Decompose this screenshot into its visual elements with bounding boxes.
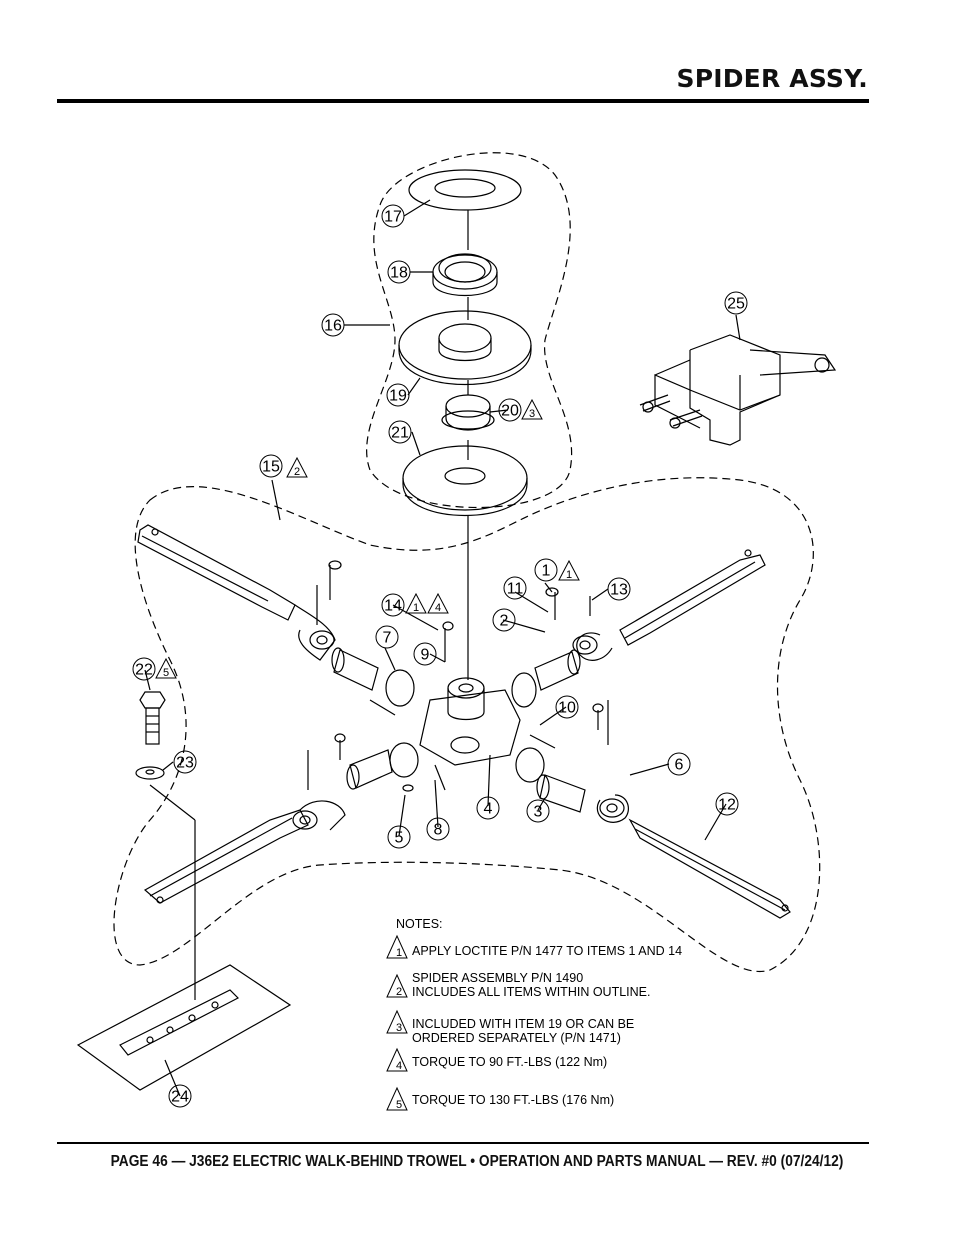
callout-19: 19	[389, 388, 407, 405]
callout-8: 8	[434, 822, 443, 839]
callout-24: 24	[171, 1089, 189, 1106]
callout-22: 22	[135, 662, 153, 679]
note-line: TORQUE TO 90 FT.-LBS (122 Nm)	[412, 1055, 607, 1069]
note-number: 4	[396, 1060, 402, 1072]
callout-2: 2	[500, 613, 509, 630]
flag-item-20: 3	[529, 408, 535, 420]
header-rule	[57, 99, 869, 103]
outline-item-15	[113, 477, 821, 973]
callout-18: 18	[390, 265, 408, 282]
note-line: TORQUE TO 130 FT.-LBS (176 Nm)	[412, 1093, 614, 1107]
note-number: 2	[396, 986, 402, 998]
note-number: 5	[396, 1099, 402, 1111]
callout-20: 20	[501, 403, 519, 420]
callout-3: 3	[534, 804, 543, 821]
callout-11: 11	[507, 581, 524, 598]
note-line: ORDERED SEPARATELY (P/N 1471)	[412, 1031, 621, 1045]
flag-item-1: 1	[566, 569, 572, 581]
note-line: INCLUDED WITH ITEM 19 OR CAN BE	[412, 1017, 634, 1031]
callout-4: 4	[484, 801, 493, 818]
callout-5: 5	[395, 830, 404, 847]
outline-item-16	[366, 152, 573, 508]
note-line: APPLY LOCTITE P/N 1477 TO ITEMS 1 AND 14	[412, 944, 682, 958]
callout-25: 25	[727, 296, 745, 313]
callout-21: 21	[391, 425, 409, 442]
callout-13: 13	[610, 582, 628, 599]
flag-item-14-a: 1	[413, 602, 419, 614]
flag-item-15: 2	[294, 466, 300, 478]
callout-17: 17	[384, 209, 402, 226]
callout-15: 15	[262, 459, 280, 476]
notes-block: NOTES: 1 2 3 4 5 APPLY LOCTITE P/N 1477 …	[386, 917, 682, 1111]
flag-item-22: 5	[163, 667, 169, 679]
notes-heading: NOTES:	[396, 917, 443, 931]
callout-9: 9	[421, 647, 430, 664]
callout-12: 12	[718, 797, 736, 814]
note-number: 3	[396, 1022, 402, 1034]
page-title: SPIDER ASSY.	[676, 64, 868, 93]
page-footer: PAGE 46 — J36E2 ELECTRIC WALK-BEHIND TRO…	[110, 1153, 844, 1170]
footer-rule	[57, 1142, 869, 1144]
note-number: 1	[396, 947, 402, 959]
callout-14: 14	[384, 598, 402, 615]
flag-item-14-b: 4	[435, 602, 441, 614]
callout-6: 6	[675, 757, 684, 774]
note-line: INCLUDES ALL ITEMS WITHIN OUTLINE.	[412, 985, 650, 999]
callout-23: 23	[176, 755, 194, 772]
callout-1: 1	[542, 563, 551, 580]
callout-16: 16	[324, 318, 342, 335]
note-line: SPIDER ASSEMBLY P/N 1490	[412, 971, 583, 985]
callout-10: 10	[558, 700, 576, 717]
callout-7: 7	[383, 630, 392, 647]
